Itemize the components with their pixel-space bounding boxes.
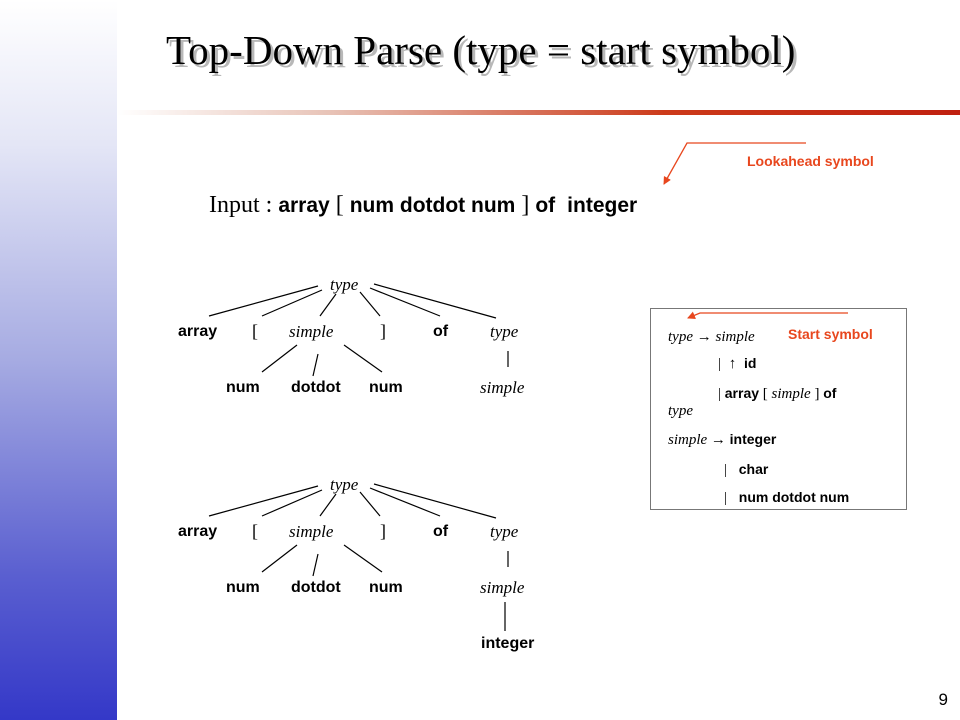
- tree1-node-dotdot: dotdot: [291, 379, 341, 396]
- edge: [343, 344, 383, 373]
- input-token-num-dotdot-num: num dotdot num: [349, 194, 516, 217]
- tree1-node-simple-leaf: simple: [480, 378, 525, 397]
- edge: [312, 553, 319, 577]
- arrow-icon: →: [696, 329, 712, 345]
- tree2-node-type: type: [490, 522, 519, 541]
- grammar-rule-1: type → simple: [668, 330, 755, 345]
- slide-title: Top-Down Parse (type = start symbol): [166, 27, 796, 73]
- grammar-rule-6: | num dotdot num: [724, 490, 849, 506]
- edge: [261, 344, 298, 373]
- grammar-rhs-simple: simple: [715, 329, 755, 345]
- grammar-rule-3-cont: type: [668, 404, 693, 419]
- tree1-node-rbracket: ]: [380, 321, 386, 341]
- start-symbol-arrow: [687, 311, 848, 319]
- grammar-rule-2: | ↑ id: [718, 356, 756, 372]
- grammar-simple: simple: [771, 386, 811, 402]
- tree2-node-of: of: [433, 523, 449, 540]
- tree2-node-integer: integer: [481, 635, 535, 652]
- page-number: 9: [938, 690, 948, 709]
- grammar-token-id: id: [744, 355, 757, 371]
- edge: [261, 544, 298, 573]
- grammar-lhs-type: type: [668, 329, 693, 345]
- edge: [369, 287, 441, 317]
- edge: [261, 289, 323, 317]
- edge: [319, 493, 337, 517]
- lookahead-arrow: [663, 142, 806, 185]
- input-string: Input : array [ num dotdot num ] of inte…: [209, 192, 637, 219]
- tree2-node-simple: simple: [289, 522, 334, 541]
- input-rbracket: ]: [521, 192, 530, 218]
- tree2-node-num-1: num: [226, 579, 260, 596]
- grammar-lhs-simple: simple: [668, 432, 708, 448]
- edge: [261, 489, 323, 517]
- edge: [373, 483, 497, 519]
- lookahead-label: Lookahead symbol: [747, 153, 874, 169]
- input-token-array: array: [278, 194, 330, 217]
- grammar-rule-3: | array [ simple ] of: [718, 386, 836, 402]
- edge: [319, 293, 337, 317]
- arrow-icon: →: [710, 432, 726, 448]
- input-lbracket: [: [335, 192, 344, 218]
- tree1-node-array: array: [178, 323, 218, 340]
- grammar-rbracket: ]: [814, 386, 820, 402]
- grammar-token-array: array: [724, 385, 760, 401]
- tree2-node-simple-leaf: simple: [480, 578, 525, 597]
- tree2-node-rbracket: ]: [380, 521, 386, 541]
- grammar-lbracket: [: [762, 386, 768, 402]
- up-arrow-icon: ↑: [728, 356, 737, 372]
- input-token-of: of: [535, 194, 556, 217]
- tree2-node-num-2: num: [369, 579, 403, 596]
- edge: [343, 544, 383, 573]
- grammar-rule-5: | char: [724, 462, 768, 478]
- tree1-node-num-2: num: [369, 379, 403, 396]
- tree1-root-type: type: [330, 275, 359, 294]
- tree1-node-of: of: [433, 323, 449, 340]
- edge: [312, 353, 319, 377]
- input-label: Input :: [209, 192, 273, 218]
- tree2-node-dotdot: dotdot: [291, 579, 341, 596]
- grammar-bar: |: [718, 386, 722, 402]
- grammar-token-num-dotdot-num: num dotdot num: [738, 489, 850, 505]
- edge: [208, 485, 319, 517]
- edge: [369, 487, 441, 517]
- edge: [208, 285, 319, 317]
- tree1-node-type: type: [490, 322, 519, 341]
- grammar-bar: |: [718, 356, 722, 372]
- grammar-token-char: char: [738, 461, 769, 477]
- grammar-bar: |: [724, 490, 728, 506]
- tree2-node-lbracket: [: [252, 521, 258, 541]
- edge: [359, 291, 381, 317]
- tree1-node-lbracket: [: [252, 321, 258, 341]
- tree2-node-array: array: [178, 523, 218, 540]
- tree1-node-simple: simple: [289, 322, 334, 341]
- grammar-type: type: [668, 403, 693, 419]
- input-token-integer: integer: [567, 194, 638, 217]
- left-gradient-band: [0, 0, 117, 720]
- title-underline: [117, 110, 960, 115]
- tree1-node-num-1: num: [226, 379, 260, 396]
- grammar-rule-4: simple → integer: [668, 432, 776, 448]
- grammar-bar: |: [724, 462, 728, 478]
- grammar-token-of: of: [823, 385, 837, 401]
- grammar-token-integer: integer: [729, 431, 777, 447]
- grammar-box: [650, 308, 907, 510]
- edge: [359, 491, 381, 517]
- edge: [373, 283, 497, 319]
- tree2-root-type: type: [330, 475, 359, 494]
- start-symbol-label: Start symbol: [788, 326, 873, 342]
